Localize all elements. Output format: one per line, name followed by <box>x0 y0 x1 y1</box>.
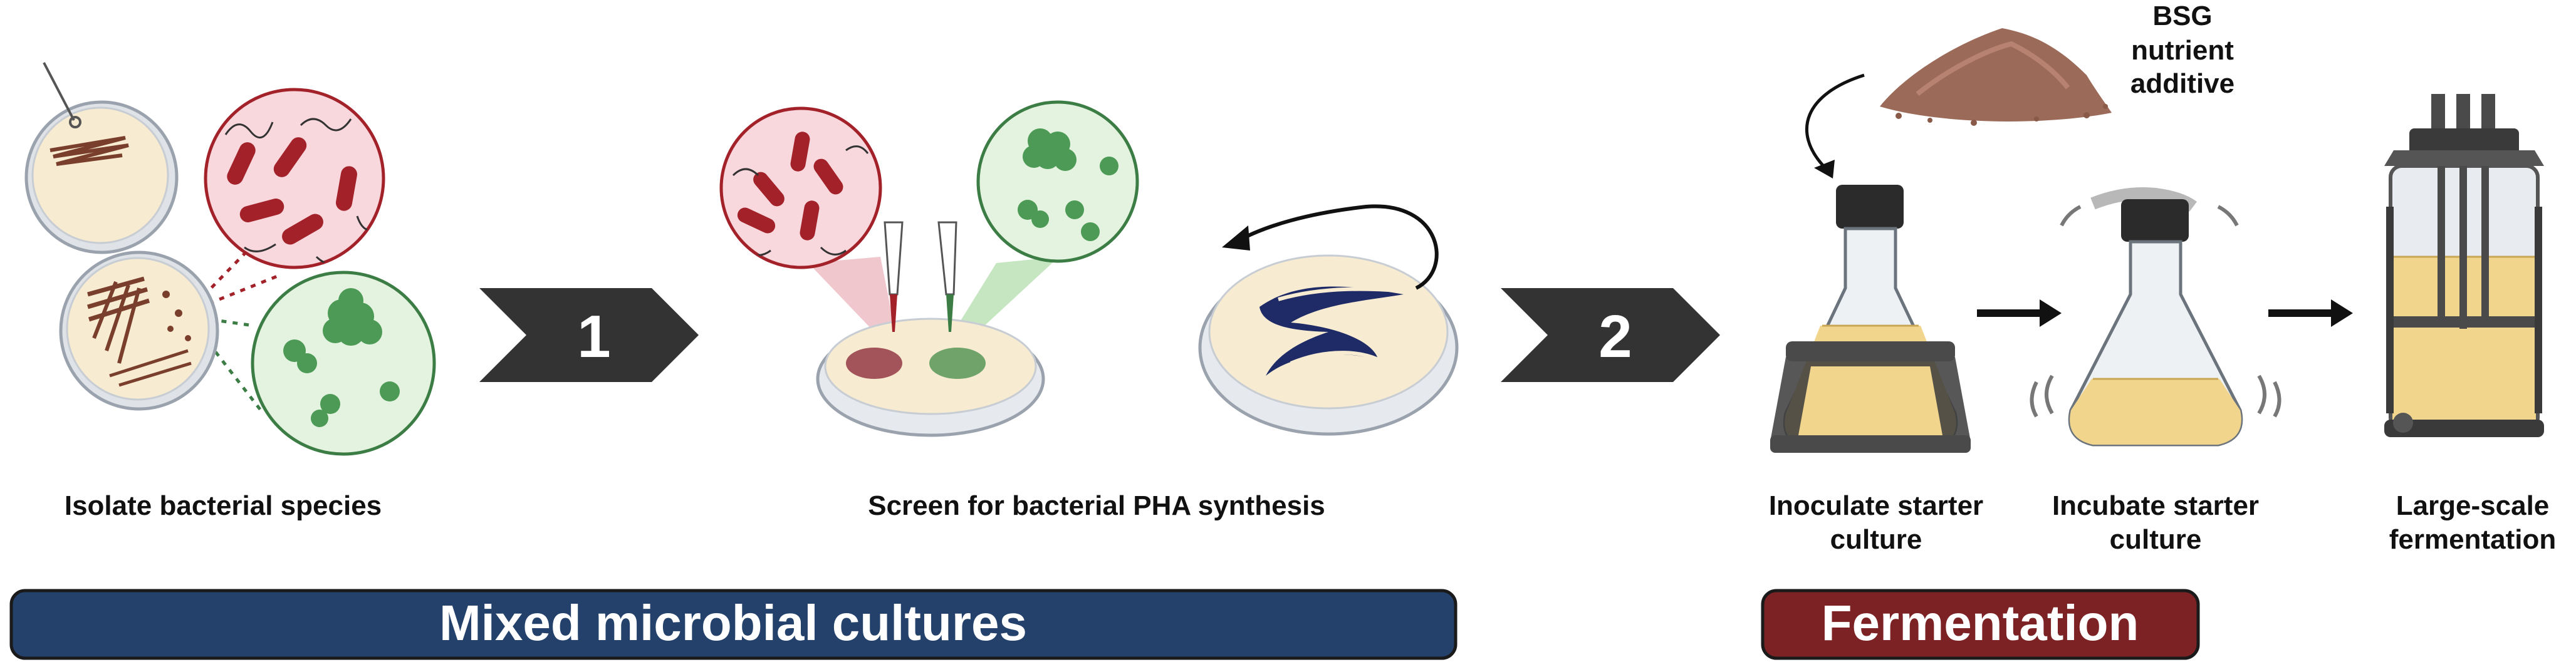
step-2-chevron: 2 <box>1501 288 1720 382</box>
additive-label-line1: BSG <box>2152 1 2212 31</box>
inoculate-label-line1: Inoculate starter <box>1769 490 1983 521</box>
bioreactor <box>2384 94 2544 437</box>
green-bacteria-zoom <box>251 271 436 456</box>
isolate-label: Isolate bacterial species <box>65 490 382 521</box>
screen-red-bacteria-zoom <box>719 106 882 269</box>
red-bacteria-zoom <box>204 88 385 269</box>
bsg-powder-pile <box>1880 28 2112 126</box>
fermentation-banner-label: Fermentation <box>1822 595 2139 651</box>
additive-label-line3: additive <box>2130 68 2234 99</box>
pha-screening-illustration <box>719 100 1459 437</box>
streak-plate-top <box>24 62 179 254</box>
inoculation-loop <box>43 62 75 121</box>
additive-label-line2: nutrient <box>2131 35 2234 66</box>
arrow-to-fermentation <box>2268 299 2353 327</box>
streak-plate-bottom <box>59 251 219 411</box>
fermentation-banner: Fermentation <box>1761 589 2200 660</box>
additive-arrow <box>1805 73 1865 167</box>
ferment-label-line1: Large-scale <box>2396 490 2550 521</box>
additive-arrow-head <box>1814 160 1835 178</box>
screen-label: Screen for bacterial PHA synthesis <box>868 490 1325 521</box>
step-1-chevron: 1 <box>479 288 699 382</box>
rotation-arrow-head <box>1222 225 1250 251</box>
screen-green-bacteria-zoom <box>976 100 1139 263</box>
inoculate-label-line2: culture <box>1830 524 1922 555</box>
incubate-label-line2: culture <box>2110 524 2202 555</box>
rotation-arrow <box>1236 204 1439 290</box>
step-2-number: 2 <box>1598 303 1632 370</box>
step-1-number: 1 <box>577 303 610 370</box>
mixed-cultures-banner-label: Mixed microbial cultures <box>439 595 1027 651</box>
arrow-to-incubate <box>1977 299 2062 327</box>
connector-red <box>187 274 279 314</box>
incubate-label-line1: Incubate starter <box>2052 490 2259 521</box>
inoculate-flask <box>1770 185 1971 453</box>
pha-stained-dish <box>1198 254 1459 436</box>
isolation-plates-illustration <box>24 62 436 456</box>
mixed-cultures-banner: Mixed microbial cultures <box>9 589 1457 660</box>
ferment-label-line2: fermentation <box>2389 524 2556 555</box>
incubate-flask <box>2030 187 2281 447</box>
connector-green <box>187 315 264 415</box>
